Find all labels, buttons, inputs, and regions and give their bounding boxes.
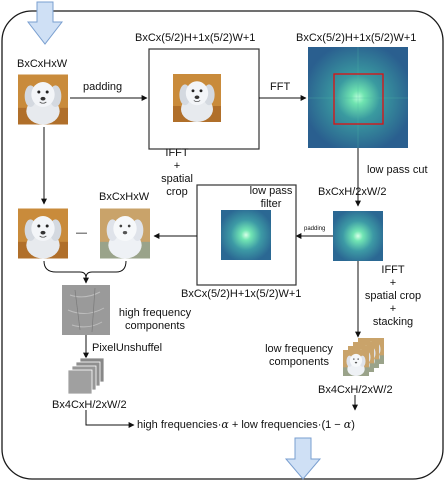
low-frequency-label: low frequency components (265, 343, 333, 368)
low-frequency-shape-label: Bx4CxH/2xW/2 (318, 384, 393, 396)
input-image (18, 74, 68, 125)
fft-spectrum (308, 47, 408, 148)
filter-spectrum (221, 210, 271, 260)
fft-shape-label: BxCx(5/2)H+1x(5/2)W+1 (296, 32, 417, 44)
ifft-left-label: IFFT + spatial crop (161, 147, 193, 198)
padding-label: padding (83, 81, 123, 93)
cut-region (333, 73, 384, 125)
output-arrow-icon (284, 437, 322, 480)
padded-image (173, 73, 221, 123)
padded-shape-label: BxCx(5/2)H+1x(5/2)W+1 (135, 32, 256, 44)
pixel-unshuffle-label: PixelUnshuffel (92, 342, 163, 354)
formula-paren-open: (1 − (321, 419, 344, 431)
fft-label: FFT (270, 81, 291, 93)
reconstructed-shape-label: BxCxHxW (99, 191, 150, 203)
high-frequency-stack (67, 357, 105, 395)
formula-paren-close: ) (351, 419, 355, 431)
padding-small-label: padding (304, 226, 326, 232)
low-pass-filter-label: low pass filter (249, 185, 293, 210)
cut-shape-label: BxCxH/2xW/2 (318, 186, 387, 198)
high-frequency-label: high frequency components (118, 307, 192, 332)
minus-sign: — (76, 227, 87, 239)
input-arrow-icon (26, 1, 64, 45)
ifft-right-label: IFFT + spatial crop + stacking (364, 264, 422, 328)
input-shape-label: BxCxHxW (17, 58, 68, 70)
original-image (18, 208, 68, 259)
high-frequency-map (62, 285, 110, 335)
combination-formula: high frequencies·α + low frequencies·(1 … (137, 418, 355, 432)
low-freq-image (100, 208, 150, 259)
formula-plus-text: + low frequencies· (228, 419, 322, 431)
hf-to-formula-connector (85, 410, 135, 428)
filter-shape-label: BxCx(5/2)H+1x(5/2)W+1 (181, 288, 302, 300)
formula-high-text: high frequencies· (137, 419, 222, 431)
high-frequency-shape-label: Bx4CxH/2xW/2 (52, 399, 127, 411)
alpha-symbol-1: α (221, 418, 229, 431)
cut-spectrum (333, 211, 383, 261)
low-pass-cut-label: low pass cut (367, 164, 428, 176)
alpha-symbol-2: α (343, 418, 352, 431)
